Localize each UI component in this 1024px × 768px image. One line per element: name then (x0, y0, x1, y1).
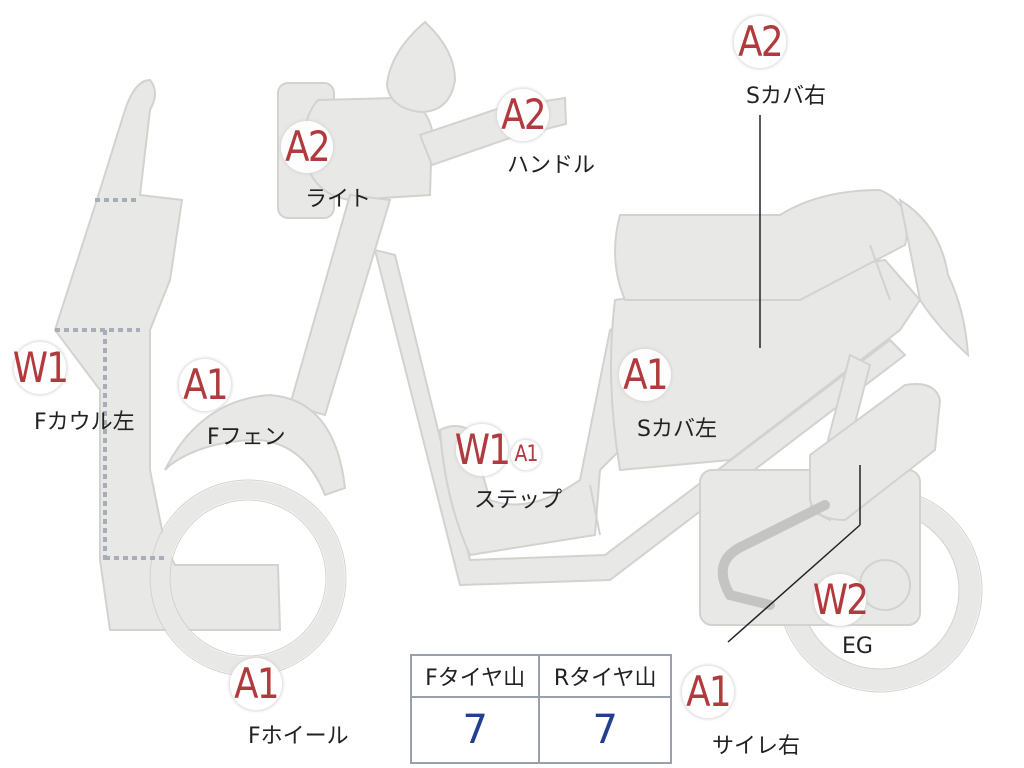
part-label: Sカバ右 (746, 84, 826, 109)
front-tire-value: 7 (409, 696, 541, 764)
damage-code: A1 (686, 667, 731, 716)
front-tire-header: Fタイヤ山 (409, 654, 541, 698)
marker-circle (511, 440, 541, 470)
marker-circle (456, 424, 508, 476)
marker-circle (281, 121, 333, 173)
marker-circle (814, 574, 866, 626)
rear-tire-header: Rタイヤ山 (538, 654, 672, 698)
leader-lines (727, 115, 861, 643)
marker-circle (619, 349, 671, 401)
part-label: Sカバ左 (637, 417, 717, 442)
rear-body-shape (610, 258, 922, 472)
tire-tread-table: Fタイヤ山 Rタイヤ山 7 7 (409, 654, 672, 764)
front-fender-shape (164, 393, 347, 497)
part-label: Fカウル左 (34, 410, 135, 435)
exhaust-pipe (717, 500, 830, 610)
damage-code: A1 (234, 659, 279, 708)
part-label: ハンドル (507, 153, 596, 178)
part-label: ステップ (474, 488, 563, 513)
cowl-dotted-lines (55, 198, 168, 560)
tail-shape (898, 197, 970, 358)
mirror-shape (385, 20, 457, 114)
part-label: Fフェン (207, 425, 286, 450)
fork-shape (288, 193, 392, 417)
damage-code: A2 (285, 122, 330, 171)
marker-circle (179, 359, 231, 411)
front-cowl-shape (53, 78, 282, 631)
damage-code: A2 (738, 17, 783, 66)
rear-tire-value: 7 (538, 696, 672, 764)
marker-circle (230, 658, 282, 710)
part-label: EG (842, 634, 873, 659)
marker-circle (14, 342, 66, 394)
damage-code: A2 (501, 90, 546, 139)
part-label: Fホイール (248, 724, 349, 749)
damage-code-secondary: A1 (514, 442, 538, 467)
damage-code: A1 (183, 360, 228, 409)
marker-circle (497, 89, 549, 141)
marker-circle (682, 666, 734, 718)
damage-code: A1 (623, 350, 668, 399)
part-label: ライト (305, 187, 372, 212)
damage-code: W2 (812, 575, 869, 624)
part-label: サイレ右 (712, 734, 801, 759)
frame-shape (373, 248, 907, 587)
marker-circle (734, 16, 786, 68)
damage-code: W1 (454, 425, 511, 474)
damage-code: W1 (12, 343, 69, 392)
